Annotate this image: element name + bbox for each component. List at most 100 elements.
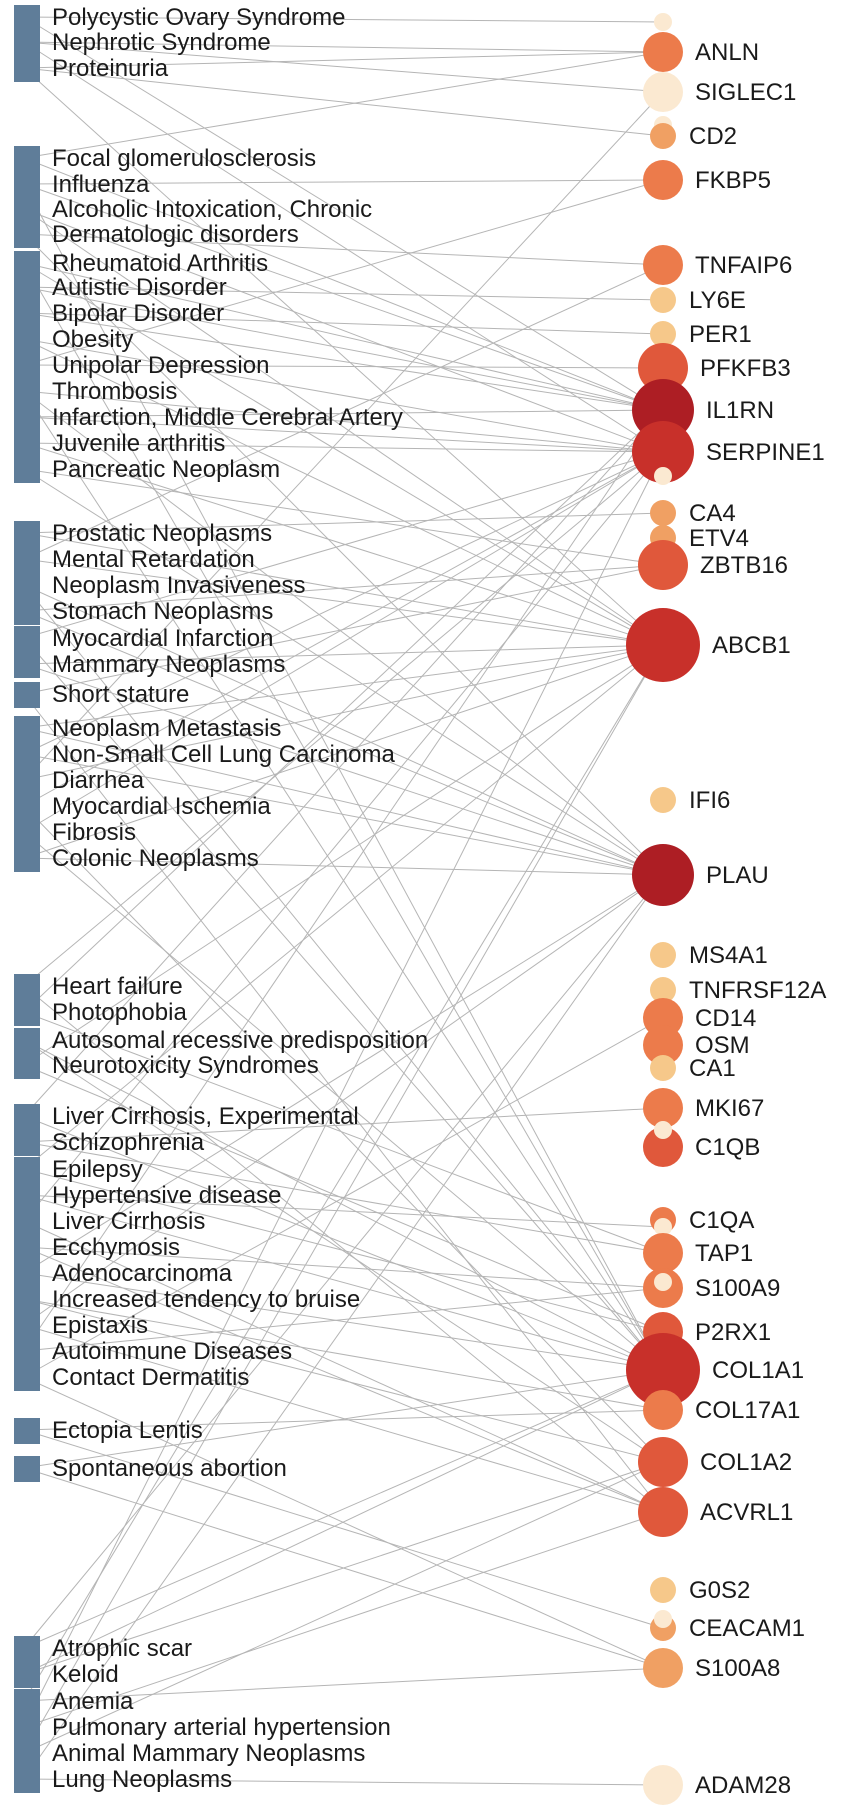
gene-node[interactable] — [654, 467, 672, 485]
gene-node[interactable] — [638, 343, 688, 393]
disease-node[interactable] — [14, 1235, 40, 1261]
gene-node[interactable] — [638, 540, 688, 590]
gene-node[interactable] — [650, 287, 676, 313]
gene-node[interactable] — [654, 13, 672, 31]
disease-label: Epistaxis — [52, 1312, 148, 1339]
gene-node[interactable] — [643, 1648, 683, 1688]
disease-node[interactable] — [14, 716, 40, 742]
gene-node[interactable] — [650, 942, 676, 968]
gene-node[interactable] — [650, 977, 676, 1003]
disease-node[interactable] — [14, 599, 40, 625]
gene-node[interactable] — [638, 1487, 688, 1537]
disease-node[interactable] — [14, 1662, 40, 1688]
gene-label: COL1A2 — [700, 1449, 792, 1476]
disease-node[interactable] — [14, 1209, 40, 1235]
disease-node[interactable] — [14, 1028, 40, 1054]
disease-node[interactable] — [14, 1157, 40, 1183]
disease-node[interactable] — [14, 1741, 40, 1767]
disease-node[interactable] — [14, 1365, 40, 1391]
disease-node[interactable] — [14, 1456, 40, 1482]
disease-node[interactable] — [14, 197, 40, 223]
gene-node[interactable] — [638, 1437, 688, 1487]
edge — [23, 805, 664, 1463]
disease-node[interactable] — [14, 5, 40, 31]
gene-label: ACVRL1 — [700, 1499, 793, 1526]
disease-node[interactable] — [14, 626, 40, 652]
disease-node[interactable] — [14, 30, 40, 56]
disease-node[interactable] — [14, 1418, 40, 1444]
disease-node[interactable] — [14, 521, 40, 547]
gene-node[interactable] — [643, 1765, 683, 1805]
edge — [23, 610, 664, 876]
gene-node[interactable] — [626, 608, 700, 682]
edge — [23, 451, 664, 755]
disease-node[interactable] — [14, 146, 40, 172]
gene-node[interactable] — [643, 1233, 683, 1273]
gene-node[interactable] — [626, 1333, 700, 1407]
disease-node[interactable] — [14, 1636, 40, 1662]
disease-node[interactable] — [14, 768, 40, 794]
disease-node[interactable] — [14, 742, 40, 768]
disease-node[interactable] — [14, 1287, 40, 1313]
disease-node[interactable] — [14, 405, 40, 431]
disease-node[interactable] — [14, 1715, 40, 1741]
disease-node[interactable] — [14, 379, 40, 405]
disease-node[interactable] — [14, 1183, 40, 1209]
gene-node[interactable] — [643, 72, 683, 112]
gene-label: ZBTB16 — [700, 552, 788, 579]
gene-node[interactable] — [643, 1025, 683, 1065]
gene-node[interactable] — [632, 421, 694, 483]
disease-node[interactable] — [14, 275, 40, 301]
disease-node[interactable] — [14, 301, 40, 327]
gene-node[interactable] — [643, 1088, 683, 1128]
disease-label: Polycystic Ovary Syndrome — [52, 4, 345, 31]
gene-node[interactable] — [650, 500, 676, 526]
gene-node[interactable] — [643, 32, 683, 72]
disease-node[interactable] — [14, 353, 40, 379]
disease-node[interactable] — [14, 327, 40, 353]
disease-node[interactable] — [14, 457, 40, 483]
gene-node[interactable] — [650, 123, 676, 149]
disease-node[interactable] — [14, 682, 40, 708]
disease-node[interactable] — [14, 172, 40, 198]
disease-node[interactable] — [14, 820, 40, 846]
disease-node[interactable] — [14, 1053, 40, 1079]
gene-label: SIGLEC1 — [695, 79, 796, 106]
gene-node[interactable] — [643, 160, 683, 200]
gene-node[interactable] — [654, 1218, 672, 1236]
edge — [23, 468, 664, 566]
disease-node[interactable] — [14, 1000, 40, 1026]
gene-node[interactable] — [632, 844, 694, 906]
disease-node[interactable] — [14, 1339, 40, 1365]
disease-node[interactable] — [14, 222, 40, 248]
gene-node[interactable] — [654, 1610, 672, 1628]
gene-node[interactable] — [650, 787, 676, 813]
disease-node[interactable] — [14, 846, 40, 872]
disease-node[interactable] — [14, 573, 40, 599]
disease-node[interactable] — [14, 547, 40, 573]
disease-node[interactable] — [14, 1313, 40, 1339]
disease-node[interactable] — [14, 1689, 40, 1715]
disease-node[interactable] — [14, 431, 40, 457]
disease-node[interactable] — [14, 56, 40, 82]
edge — [23, 1246, 664, 1513]
disease-node[interactable] — [14, 1130, 40, 1156]
disease-node[interactable] — [14, 251, 40, 277]
gene-node[interactable] — [650, 321, 676, 347]
gene-node[interactable] — [654, 1121, 672, 1139]
gene-node[interactable] — [643, 1127, 683, 1167]
disease-node[interactable] — [14, 974, 40, 1000]
gene-node[interactable] — [650, 1577, 676, 1603]
gene-node[interactable] — [643, 245, 683, 285]
disease-node[interactable] — [14, 1767, 40, 1793]
disease-node[interactable] — [14, 652, 40, 678]
disease-label: Ecchymosis — [52, 1234, 180, 1261]
edge — [23, 512, 664, 534]
disease-node[interactable] — [14, 1104, 40, 1130]
edge — [23, 312, 664, 411]
disease-node[interactable] — [14, 1261, 40, 1287]
gene-node[interactable] — [643, 1390, 683, 1430]
gene-node[interactable] — [654, 1273, 672, 1291]
disease-node[interactable] — [14, 794, 40, 820]
gene-node[interactable] — [650, 1055, 676, 1081]
